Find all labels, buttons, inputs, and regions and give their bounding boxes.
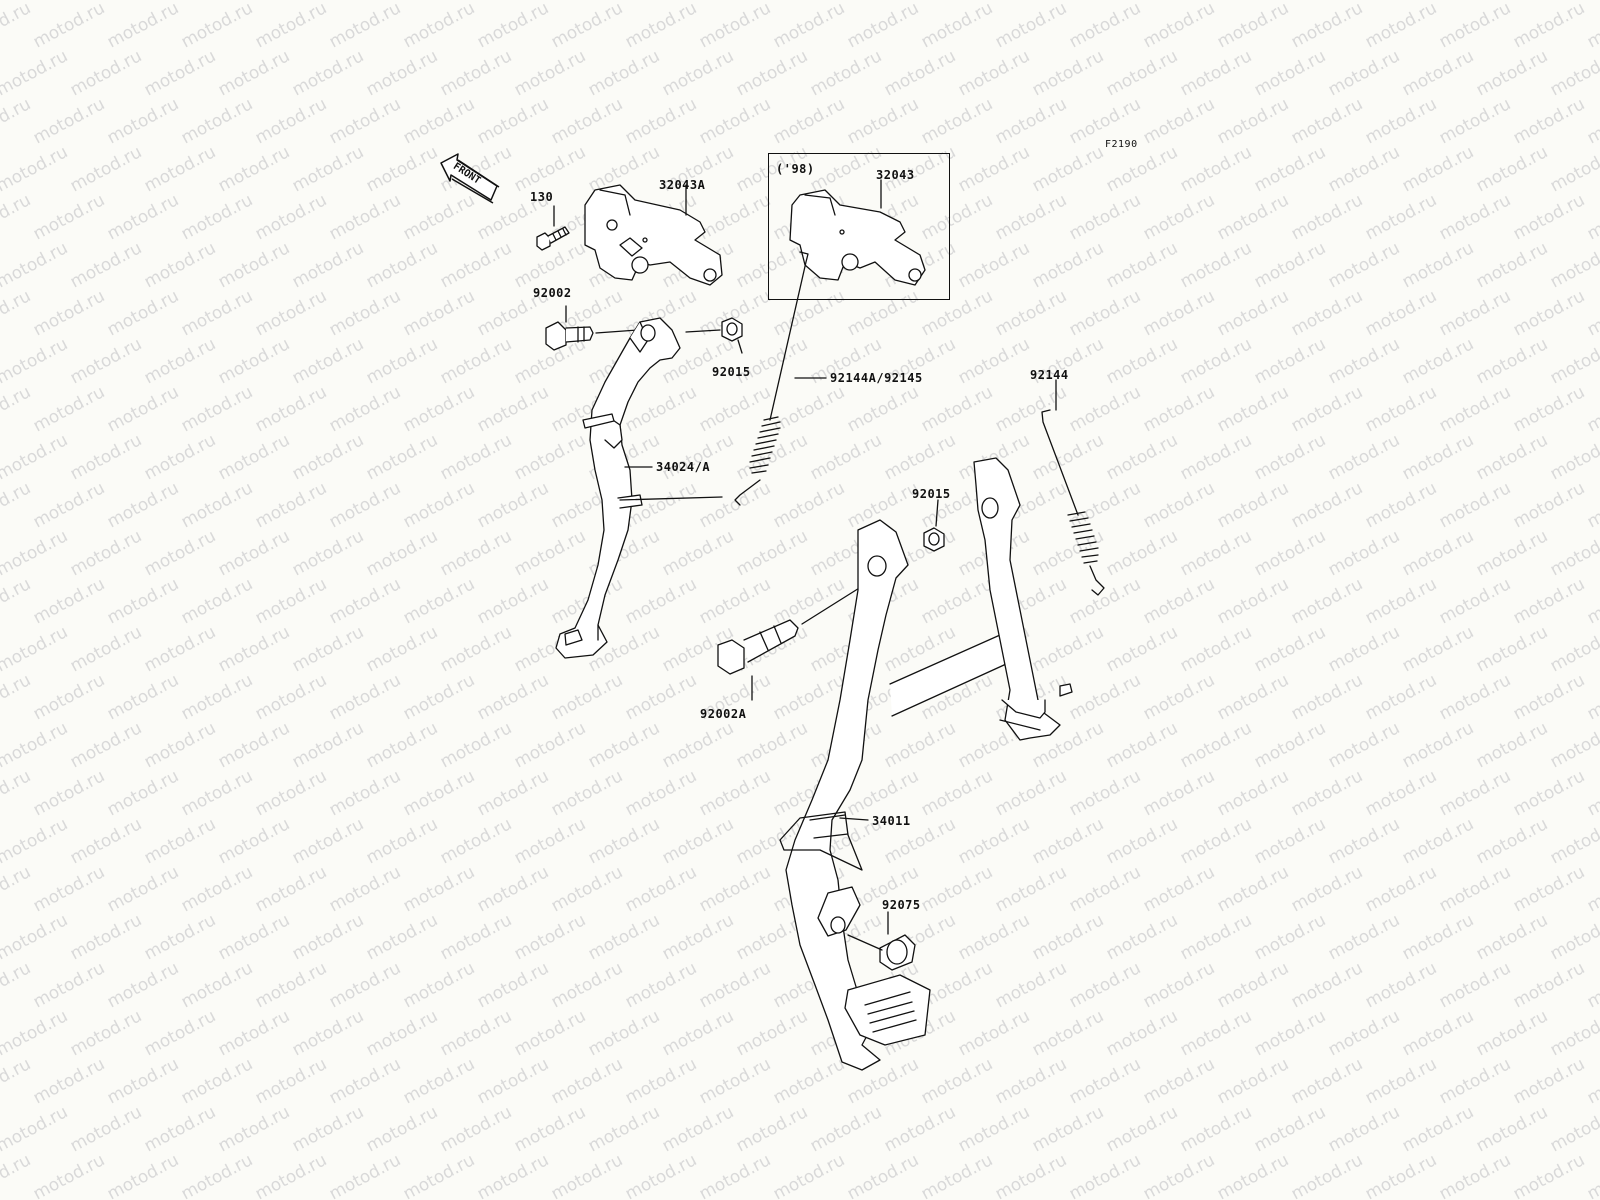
label-32043a: 32043A <box>659 178 706 192</box>
bolt-92002-drawing <box>546 322 638 350</box>
front-arrow-icon <box>441 154 499 203</box>
label-92015-mid: 92015 <box>912 487 951 501</box>
label-92002a: 92002A <box>700 707 747 721</box>
figure-code: F2190 <box>1105 139 1138 150</box>
spring-92144a-drawing <box>620 252 808 505</box>
inset-frame-98 <box>768 153 950 300</box>
label-130: 130 <box>530 190 554 204</box>
side-stand-34024-drawing <box>556 318 680 658</box>
label-32043: 32043 <box>876 168 915 182</box>
label-92144: 92144 <box>1030 368 1069 382</box>
inset-year-note: ('98) <box>776 162 815 176</box>
rubber-92075-drawing <box>848 935 915 970</box>
bracket-32043a-drawing <box>585 185 722 285</box>
nut-92015-top-drawing <box>686 318 742 341</box>
leader-lines <box>554 180 1056 934</box>
label-92002: 92002 <box>533 286 572 300</box>
bolt-130-drawing <box>537 227 569 250</box>
center-stand-34011-drawing <box>780 458 1072 1070</box>
label-92015-top: 92015 <box>712 365 751 379</box>
nut-92015-mid-drawing <box>924 528 944 551</box>
label-34011: 34011 <box>872 814 911 828</box>
label-92075: 92075 <box>882 898 921 912</box>
spring-92144-drawing <box>1042 410 1104 595</box>
label-92144a-92145: 92144A/92145 <box>830 371 923 385</box>
label-34024: 34024/A <box>656 460 711 474</box>
bracket-32043-drawing <box>790 190 925 285</box>
